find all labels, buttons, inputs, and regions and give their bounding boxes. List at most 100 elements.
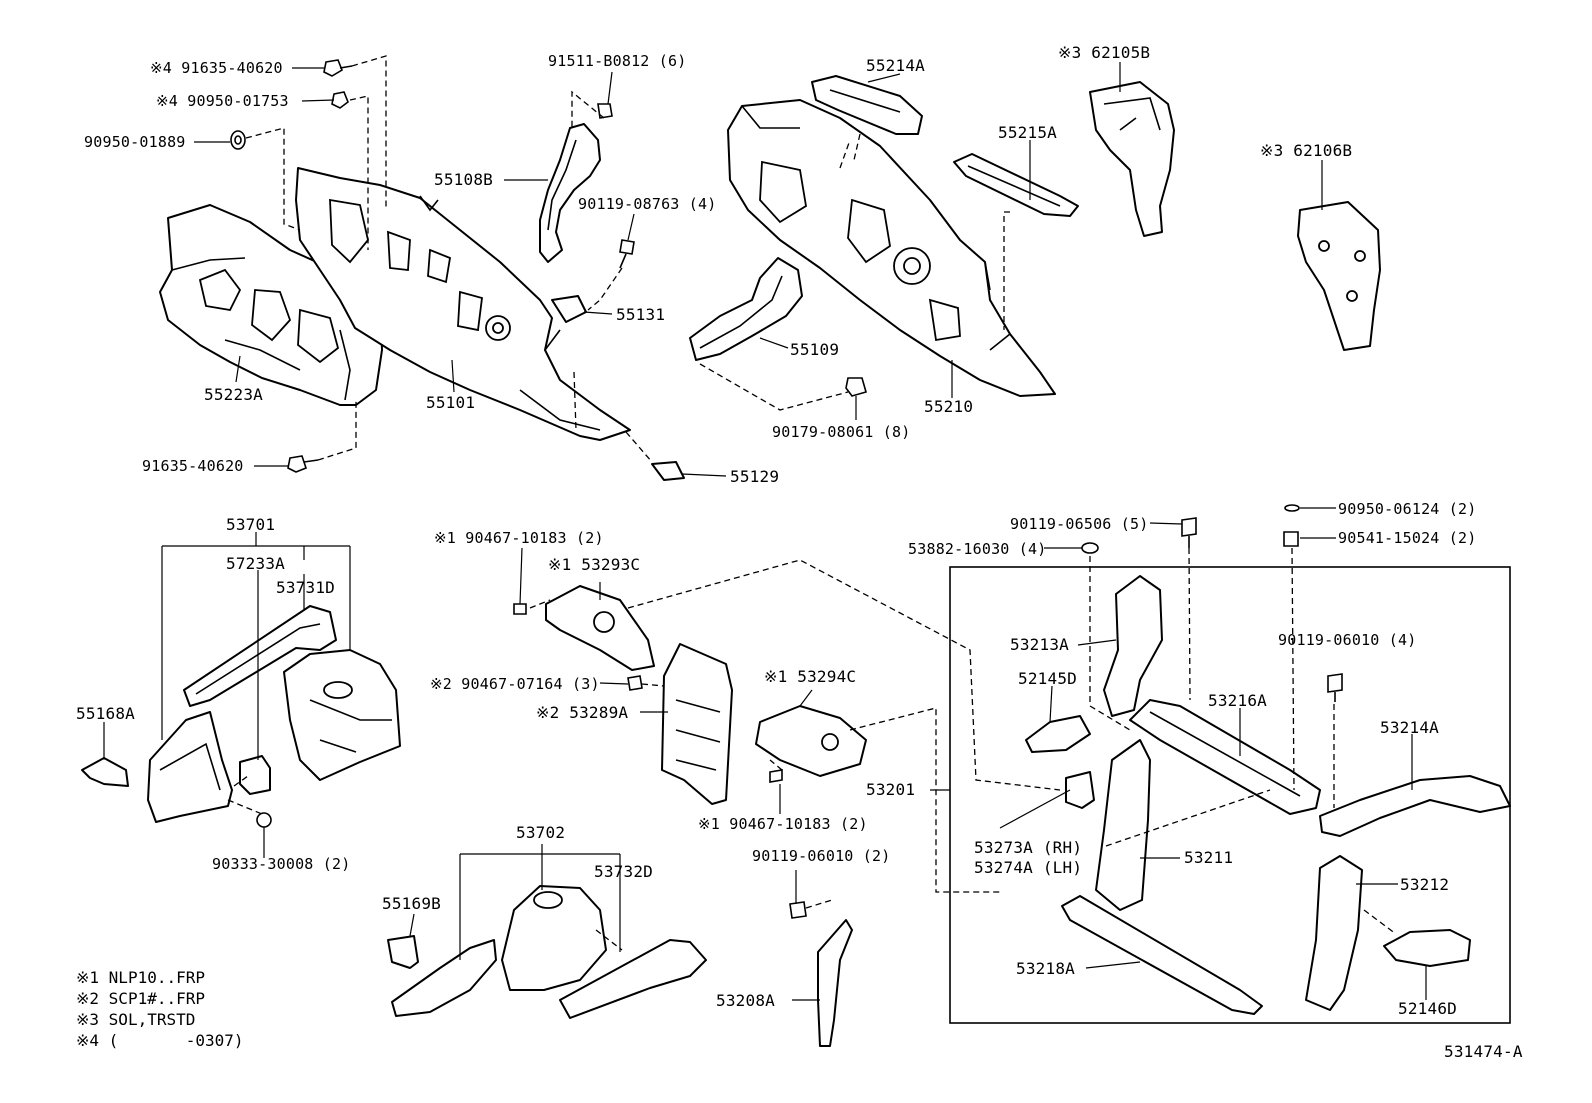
support-box-53201 [949, 566, 1511, 1024]
label-55101: 55101 [426, 393, 476, 412]
label-53732d: 53732D [594, 862, 653, 881]
footnote-3: ※3 SOL,TRSTD [76, 1010, 196, 1029]
label-90467-10183-bottom: ※1 90467-10183 (2) [698, 815, 868, 833]
label-53213a: 53213A [1010, 635, 1069, 654]
support-53214a [1319, 775, 1511, 837]
label-90333-30008: 90333-30008 (2) [212, 855, 351, 873]
bracket-62105b [1089, 81, 1175, 237]
support-upper-53216a [1129, 699, 1321, 815]
bracket-55168a [81, 757, 129, 787]
label-62106b: ※3 62106B [1260, 141, 1353, 160]
panel-55214a [811, 75, 923, 135]
baffle-53289a [661, 643, 733, 805]
bracket-52146d [1383, 929, 1471, 967]
fastener-90119-06010-mid [789, 901, 807, 919]
duct-53294c [755, 705, 867, 777]
label-90119-06506: 90119-06506 (5) [1010, 515, 1149, 533]
label-53218a: 53218A [1016, 959, 1075, 978]
label-62105b: ※3 62105B [1058, 43, 1151, 62]
bracket-52145d [1025, 715, 1091, 753]
fastener-90119-06506 [1181, 517, 1197, 548]
panel-55210 [727, 99, 1056, 397]
label-53882-16030: 53882-16030 (4) [908, 540, 1047, 558]
label-55169b: 55169B [382, 894, 441, 913]
bracket-62106b [1297, 201, 1381, 351]
nut-90179-08061 [845, 377, 867, 397]
brace-55109 [689, 257, 803, 361]
fastener-91635-40620-bottom [287, 455, 319, 473]
apron-53731d [283, 649, 401, 781]
cap-90333-30008 [256, 812, 272, 828]
label-55215a: 55215A [998, 123, 1057, 142]
brace-53208a [817, 919, 853, 1047]
fastener-90467-10183-top [513, 603, 527, 615]
label-53212: 53212 [1400, 875, 1450, 894]
block-57233a [239, 755, 271, 795]
nut-90541-15024 [1283, 531, 1299, 547]
bracket-55169b [387, 935, 419, 969]
label-53211: 53211 [1184, 848, 1234, 867]
label-55214a: 55214A [866, 56, 925, 75]
footnote-1: ※1 NLP10..FRP [76, 968, 205, 987]
label-90467-10183-top: ※1 90467-10183 (2) [434, 529, 604, 547]
fastener-90119-08763 [619, 239, 635, 269]
plug-55129 [651, 461, 685, 481]
label-91511-b0812: 91511-B0812 (6) [548, 52, 687, 70]
label-90119-06010-right: 90119-06010 (4) [1278, 631, 1417, 649]
label-90950-06124: 90950-06124 (2) [1338, 500, 1477, 518]
label-90119-08763: 90119-08763 (4) [578, 195, 717, 213]
label-52145d: 52145D [1018, 669, 1077, 688]
label-53208a: 53208A [716, 991, 775, 1010]
fastener-90950-01753 [331, 91, 349, 109]
bracket-53273a [1065, 771, 1095, 809]
label-90119-06010-mid: 90119-06010 (2) [752, 847, 891, 865]
label-90541-15024: 90541-15024 (2) [1338, 529, 1477, 547]
dash-panel-55101 [295, 167, 631, 441]
washer-53882-16030 [1081, 542, 1099, 554]
label-90950-01889: 90950-01889 [84, 133, 186, 151]
label-53289a: ※2 53289A [536, 703, 629, 722]
label-53274a: 53274A (LH) [974, 858, 1083, 877]
duct-53293c [545, 585, 655, 671]
fastener-90119-06010-right [1327, 673, 1343, 702]
label-91635-40620-top: ※4 91635-40620 [150, 59, 283, 77]
apron-left-53702 [391, 939, 497, 1017]
label-55108b: 55108B [434, 170, 493, 189]
apron-57233a [183, 605, 337, 707]
label-53702: 53702 [516, 823, 566, 842]
label-90950-01753: ※4 90950-01753 [156, 92, 289, 110]
washer-90950-06124 [1284, 504, 1300, 512]
label-90467-07164: ※2 90467-07164 (3) [430, 675, 600, 693]
label-53294c: ※1 53294C [764, 667, 857, 686]
label-53293c: ※1 53293C [548, 555, 641, 574]
fastener-91511-b0812 [597, 103, 613, 119]
support-lower-53218a [1061, 895, 1263, 1015]
label-53701: 53701 [226, 515, 276, 534]
label-53214a: 53214A [1380, 718, 1439, 737]
label-55210: 55210 [924, 397, 974, 416]
label-53216a: 53216A [1208, 691, 1267, 710]
fastener-90467-10183-bottom [769, 769, 783, 783]
label-55223a: 55223A [204, 385, 263, 404]
panel-55215a [953, 153, 1079, 217]
support-side-53212 [1305, 855, 1363, 1011]
brace-55108b [539, 123, 601, 263]
diagram-id: 531474-A [1444, 1042, 1523, 1061]
label-55131: 55131 [616, 305, 666, 324]
label-57233a: 57233A [226, 554, 285, 573]
label-91635-40620-bottom: 91635-40620 [142, 457, 244, 475]
label-55129: 55129 [730, 467, 780, 486]
plug-55131 [551, 295, 587, 323]
label-53273a: 53273A (RH) [974, 838, 1083, 857]
label-53201: 53201 [866, 780, 916, 799]
fastener-91635-40620-top [323, 59, 353, 77]
label-52146d: 52146D [1398, 999, 1457, 1018]
label-55109: 55109 [790, 340, 840, 359]
apron-53702 [501, 885, 607, 991]
label-53731d: 53731D [276, 578, 335, 597]
label-90179-08061: 90179-08061 (8) [772, 423, 911, 441]
dash-insulator-55223a [159, 204, 383, 406]
apron-53732d [559, 939, 707, 1019]
